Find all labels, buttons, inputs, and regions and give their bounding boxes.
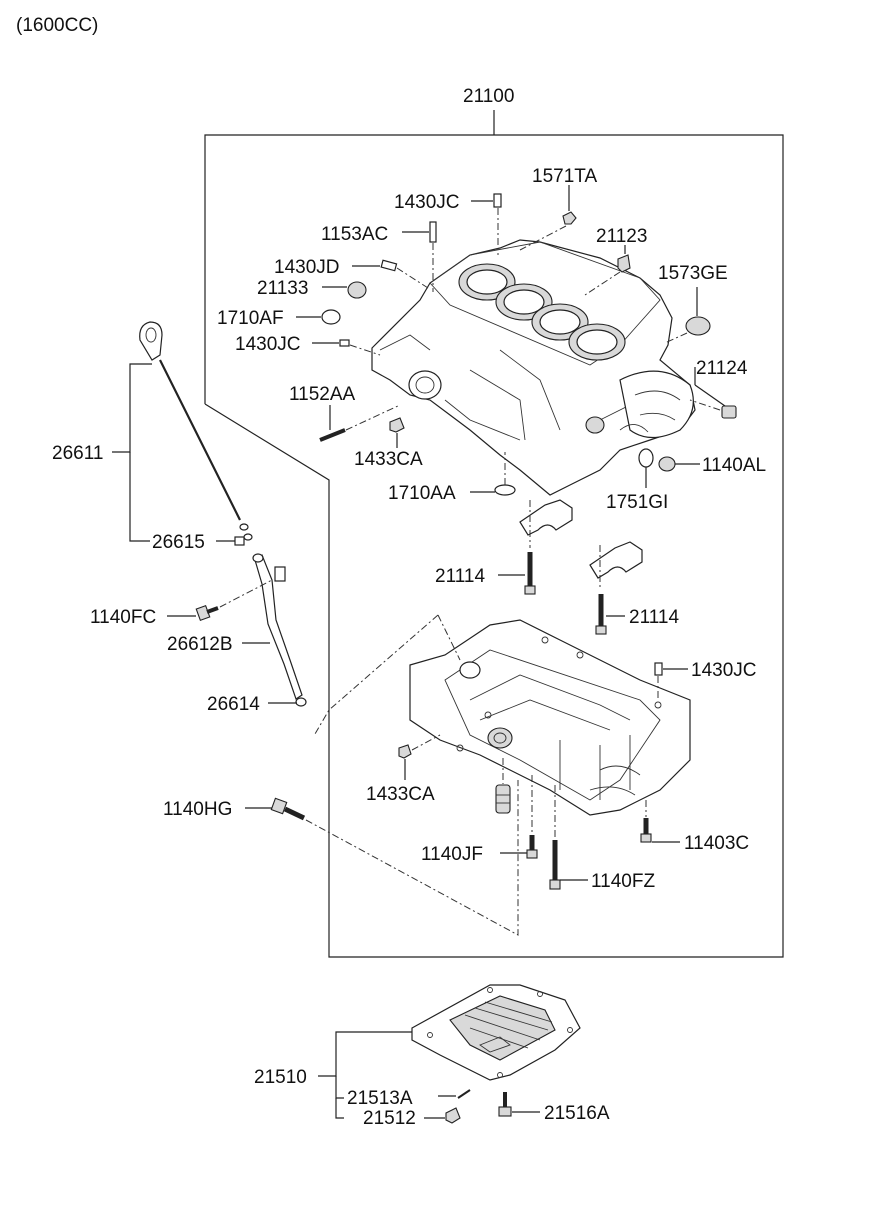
part-label-1751GI[interactable]: 1751GI	[606, 492, 668, 513]
dipstick-icon	[139, 321, 253, 541]
part-label-1433CA-top[interactable]: 1433CA	[354, 449, 423, 470]
part-label-21114-left[interactable]: 21114	[435, 566, 485, 587]
part-label-1152AA[interactable]: 1152AA	[289, 384, 356, 405]
part-label-1140FZ[interactable]: 1140FZ	[591, 871, 655, 892]
oil-pan-bolt-icon	[498, 1092, 540, 1117]
dipstick-bracket-lines	[112, 363, 245, 546]
part-label-1710AF[interactable]: 1710AF	[217, 308, 284, 329]
part-label-1573GE[interactable]: 1573GE	[658, 263, 728, 284]
part-label-11403C[interactable]: 11403C	[684, 833, 749, 854]
part-label-26615[interactable]: 26615	[152, 532, 205, 553]
part-label-21124[interactable]: 21124	[696, 358, 748, 379]
bolt-1140hg-icon	[245, 797, 306, 821]
main-bearing-caps	[498, 499, 643, 635]
part-label-1140HG[interactable]: 1140HG	[163, 799, 232, 820]
guide-tube-icon	[252, 553, 307, 707]
lower-crankcase-icon	[409, 619, 691, 816]
part-label-1430JC-mid[interactable]: 1430JC	[235, 334, 301, 355]
part-label-1140AL[interactable]: 1140AL	[702, 455, 766, 476]
part-label-21114-right[interactable]: 21114	[629, 607, 679, 628]
part-label-1710AA[interactable]: 1710AA	[388, 483, 456, 504]
part-label-21512[interactable]: 21512	[363, 1108, 416, 1129]
part-label-26611[interactable]: 26611	[52, 443, 103, 464]
part-label-1430JD[interactable]: 1430JD	[274, 257, 340, 278]
part-label-1430JC-low[interactable]: 1430JC	[691, 660, 757, 681]
part-label-1571TA[interactable]: 1571TA	[532, 166, 597, 187]
part-label-21123[interactable]: 21123	[596, 226, 647, 247]
part-label-21100[interactable]: 21100	[463, 86, 514, 107]
drain-plug-icon	[424, 1107, 461, 1124]
part-label-1153AC[interactable]: 1153AC	[321, 224, 388, 245]
part-label-21133[interactable]: 21133	[257, 278, 308, 299]
part-label-1430JC-top[interactable]: 1430JC	[394, 192, 460, 213]
crankcase-small-parts	[398, 662, 688, 890]
oil-pan-icon	[411, 984, 581, 1081]
block-assembly-frame	[204, 110, 784, 958]
part-label-1433CA-low[interactable]: 1433CA	[366, 784, 435, 805]
part-label-1140FC[interactable]: 1140FC	[90, 607, 156, 628]
part-label-21510[interactable]: 21510	[254, 1067, 307, 1088]
part-label-26612B[interactable]: 26612B	[167, 634, 233, 655]
part-label-26614[interactable]: 26614	[207, 694, 260, 715]
bolt-1140fc-icon	[167, 579, 273, 622]
part-label-21516A[interactable]: 21516A	[544, 1103, 610, 1124]
oil-pan-bracket-lines	[318, 1031, 412, 1119]
part-label-21513A[interactable]: 21513A	[347, 1088, 413, 1109]
drain-plug-gasket-icon	[438, 1089, 471, 1099]
part-label-1140JF[interactable]: 1140JF	[421, 844, 483, 865]
engine-displacement-label: (1600CC)	[16, 15, 98, 36]
cylinder-block-icon	[371, 239, 696, 496]
block-small-parts	[296, 185, 737, 496]
